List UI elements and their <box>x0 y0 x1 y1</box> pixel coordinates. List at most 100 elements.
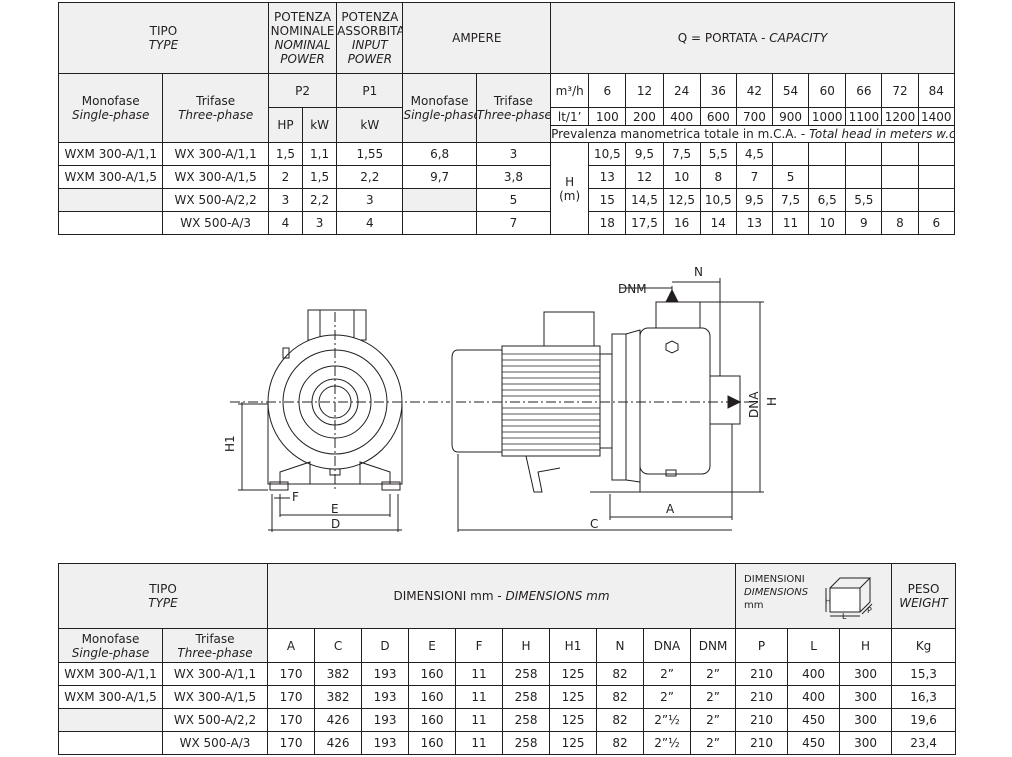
label-d: D <box>331 517 340 531</box>
pump-dimension-drawing: H1 F E D <box>223 265 779 532</box>
side-motor-body <box>501 345 601 457</box>
label-h1: H1 <box>223 435 237 452</box>
dim-cell: 2”½ <box>643 708 692 732</box>
head-cell: 8 <box>699 165 737 189</box>
head-cell: 16 <box>662 211 701 235</box>
table-row: WXM 300-A/1,1 WX 300-A/1,1 170 382 193 1… <box>58 662 957 686</box>
head-cell: 9,5 <box>625 142 664 166</box>
weight-header-en: WEIGHT <box>899 596 948 610</box>
head-cell: 11 <box>771 211 810 235</box>
col-header: E <box>408 628 457 663</box>
trifase-header: Trifase Three-phase <box>161 628 269 663</box>
q-lt-cell: 100 <box>588 107 627 126</box>
m3h-unit: m³/h <box>550 73 590 108</box>
trifase-label: Trifase <box>195 631 235 646</box>
table-row: WX 500-A/3 4 3 4 7 18 17,5 16 14 13 11 1… <box>57 211 956 235</box>
head-cell: 6 <box>917 211 956 235</box>
col-header: P <box>735 628 789 663</box>
head-cell: 5,5 <box>699 142 737 166</box>
col-header: L <box>787 628 841 663</box>
front-foot-pad <box>269 481 289 491</box>
box-l-letter: L <box>842 612 847 620</box>
monofase-header: Monofase Single-phase <box>58 628 163 663</box>
dim-cell: 11 <box>455 708 504 732</box>
hp-cell: 4 <box>267 211 304 235</box>
model-mono: WXM 300-A/1,5 <box>58 685 163 709</box>
type-header-en: TYPE <box>148 38 179 52</box>
weight-cell: 15,3 <box>891 662 957 686</box>
dim-cell: 11 <box>455 685 504 709</box>
packing-label-it: DIMENSIONI <box>744 574 805 585</box>
dim-cell: 210 <box>735 731 789 755</box>
q-m3h-cell: 24 <box>662 73 701 108</box>
head-cell: 17,5 <box>625 211 664 235</box>
dim-cell: 258 <box>502 731 551 755</box>
performance-table: TIPO TYPE POTENZA NOMINALE NOMINAL POWER… <box>57 2 956 235</box>
front-plug <box>282 347 290 359</box>
dim-cell: 210 <box>735 708 789 732</box>
kw-cell: 2,2 <box>302 188 338 212</box>
dim-cell: 170 <box>267 731 316 755</box>
label-f: F <box>292 490 299 504</box>
p1-cell: 4 <box>336 211 404 235</box>
label-h: H <box>765 397 779 406</box>
head-cell: 7,5 <box>771 188 810 212</box>
packing-label-unit: mm <box>744 600 764 611</box>
q-m3h-cell: 6 <box>588 73 627 108</box>
amp-tri-cell: 3 <box>475 142 552 166</box>
q-lt-cell: 900 <box>771 107 810 126</box>
side-view: DNM N DNA H A C <box>451 265 779 532</box>
q-lt-cell: 700 <box>735 107 773 126</box>
three-phase-label: Three-phase <box>178 108 254 122</box>
head-cell <box>808 142 847 166</box>
type-header-en: TYPE <box>148 596 178 610</box>
side-bracket <box>599 353 613 449</box>
dimensions-header-it: DIMENSIONI mm - <box>393 589 506 603</box>
dim-cell: 160 <box>408 685 457 709</box>
label-c: C <box>590 517 598 531</box>
q-m3h-cell: 54 <box>771 73 810 108</box>
q-m3h-cell: 72 <box>881 73 919 108</box>
dim-cell: 160 <box>408 708 457 732</box>
packing-label-en: DIMENSIONS <box>744 587 809 598</box>
head-cell: 12 <box>625 165 664 189</box>
col-header: F <box>455 628 504 663</box>
side-adapter-plate <box>611 333 627 481</box>
model-mono <box>57 188 164 212</box>
head-cell: 10 <box>808 211 847 235</box>
dim-cell: 125 <box>549 731 598 755</box>
q-m3h-cell: 84 <box>917 73 956 108</box>
model-mono <box>58 708 163 732</box>
side-pump-casing <box>639 327 711 475</box>
dim-cell: 258 <box>502 662 551 686</box>
col-header: A <box>267 628 316 663</box>
dim-cell: 258 <box>502 685 551 709</box>
hp-cell: 2 <box>267 165 304 189</box>
model-tri: WX 500-A/2,2 <box>162 188 269 212</box>
dimensions-header: DIMENSIONI mm - DIMENSIONS mm <box>267 563 737 629</box>
model-tri: WX 500-A/2,2 <box>161 708 269 732</box>
dim-cell: 82 <box>596 685 645 709</box>
dim-cell: 193 <box>361 731 410 755</box>
dim-cell: 210 <box>735 662 789 686</box>
col-header: DNA <box>643 628 692 663</box>
side-bolt <box>665 469 677 477</box>
ampere-header: AMPERE <box>402 2 552 74</box>
model-mono: WXM 300-A/1,1 <box>57 142 164 166</box>
p1-cell: 2,2 <box>336 165 404 189</box>
ampere-single-label: Single-phase <box>403 108 477 122</box>
table-row: WX 500-A/3 170 426 193 160 11 258 125 82… <box>58 731 957 755</box>
weight-header-it: PESO <box>907 582 940 596</box>
head-cell <box>881 165 919 189</box>
dna-arrow-icon <box>727 395 742 409</box>
head-cell: 13 <box>735 211 773 235</box>
kw-cell: 3 <box>302 211 338 235</box>
model-tri: WX 300-A/1,5 <box>162 165 269 189</box>
dim-cell: 382 <box>314 685 363 709</box>
dim-cell: 2” <box>643 662 692 686</box>
head-cell: 7,5 <box>662 142 701 166</box>
col-header: H <box>839 628 893 663</box>
nominal-power-line4: POWER <box>280 52 325 66</box>
head-cell <box>771 142 810 166</box>
q-m3h-cell: 42 <box>735 73 773 108</box>
